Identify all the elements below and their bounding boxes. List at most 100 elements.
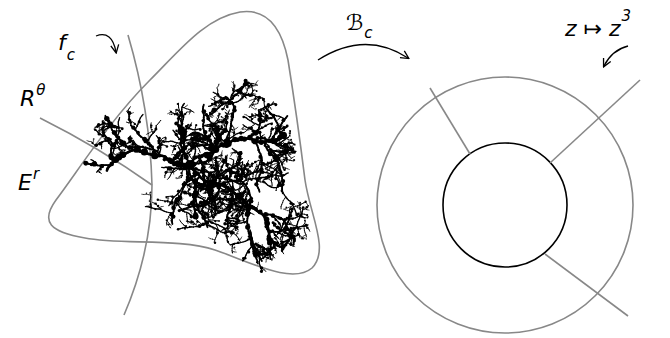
julia-blob bbox=[205, 149, 206, 150]
julia-blob bbox=[306, 217, 308, 219]
julia-branch bbox=[286, 173, 288, 174]
julia-branch bbox=[272, 102, 273, 104]
julia-blob bbox=[273, 102, 274, 103]
julia-branch bbox=[270, 107, 271, 109]
julia-branch bbox=[249, 164, 251, 165]
julia-branch bbox=[293, 144, 294, 146]
julia-branch bbox=[262, 135, 264, 136]
julia-branch bbox=[217, 86, 218, 88]
julia-branch bbox=[287, 169, 289, 170]
julia-branch bbox=[245, 114, 247, 115]
julia-branch bbox=[244, 132, 246, 133]
julia-blob bbox=[265, 168, 267, 170]
julia-branch bbox=[164, 145, 166, 146]
julia-blob bbox=[255, 116, 257, 118]
julia-blob bbox=[251, 164, 253, 166]
julia-branch bbox=[259, 190, 260, 192]
julia-blob bbox=[128, 137, 132, 141]
julia-branch bbox=[283, 209, 285, 210]
julia-blob bbox=[283, 169, 286, 172]
julia-blob bbox=[165, 137, 167, 139]
julia-blob bbox=[175, 130, 178, 133]
julia-branch bbox=[219, 120, 220, 122]
julia-branch bbox=[293, 156, 295, 157]
julia-blob bbox=[270, 123, 273, 126]
julia-branch bbox=[273, 164, 275, 165]
julia-blob bbox=[209, 149, 211, 151]
julia-blob bbox=[290, 139, 292, 141]
julia-blob bbox=[242, 116, 245, 119]
julia-blob bbox=[258, 180, 260, 182]
julia-branch bbox=[243, 125, 245, 127]
julia-branch bbox=[268, 179, 270, 180]
julia-branch bbox=[200, 150, 201, 152]
julia-branch bbox=[278, 119, 280, 121]
julia-blob bbox=[263, 113, 265, 115]
julia-branch bbox=[173, 151, 174, 153]
julia-branch bbox=[275, 163, 277, 164]
julia-branch bbox=[247, 115, 249, 116]
julia-branch bbox=[266, 108, 267, 110]
julia-branch bbox=[187, 125, 188, 127]
julia-blob bbox=[211, 140, 212, 141]
julia-blob bbox=[199, 140, 200, 141]
julia-branch bbox=[211, 99, 213, 100]
julia-branch bbox=[286, 116, 287, 118]
julia-blob bbox=[152, 129, 153, 130]
julia-branch bbox=[285, 208, 287, 209]
julia-set bbox=[83, 79, 309, 273]
julia-branch bbox=[264, 107, 265, 109]
julia-blob bbox=[289, 130, 291, 132]
julia-blob bbox=[218, 84, 219, 85]
julia-blob bbox=[199, 128, 202, 131]
julia-branch bbox=[177, 113, 178, 115]
julia-blob bbox=[276, 173, 278, 175]
julia-branch bbox=[126, 122, 128, 123]
julia-branch bbox=[209, 106, 211, 107]
julia-blob bbox=[166, 145, 169, 148]
julia-branch bbox=[283, 162, 284, 164]
julia-branch bbox=[203, 105, 204, 107]
julia-blob bbox=[271, 179, 272, 180]
julia-blob bbox=[280, 132, 287, 139]
julia-branch bbox=[163, 140, 165, 141]
julia-branch bbox=[291, 153, 293, 154]
julia-branch bbox=[221, 124, 223, 125]
julia-blob bbox=[276, 190, 277, 191]
julia-branch bbox=[287, 207, 289, 208]
julia-blob bbox=[171, 145, 172, 146]
julia-blob bbox=[293, 159, 295, 161]
julia-branch bbox=[297, 208, 299, 209]
julia-branch bbox=[185, 143, 187, 144]
julia-branch bbox=[236, 127, 238, 128]
julia-branch bbox=[307, 215, 309, 216]
julia-branch bbox=[240, 189, 241, 191]
julia-blob bbox=[221, 108, 223, 110]
julia-branch bbox=[213, 97, 215, 98]
julia-branch bbox=[212, 129, 213, 131]
julia-branch bbox=[156, 136, 158, 138]
julia-blob bbox=[267, 107, 269, 109]
julia-blob bbox=[217, 96, 218, 97]
julia-branch bbox=[142, 115, 143, 117]
julia-blob bbox=[181, 156, 182, 157]
julia-blob bbox=[248, 129, 249, 130]
julia-branch bbox=[271, 127, 272, 129]
julia-blob bbox=[242, 129, 243, 130]
julia-blob bbox=[263, 110, 264, 111]
julia-blob bbox=[160, 120, 161, 121]
julia-branch bbox=[168, 113, 170, 114]
julia-blob bbox=[286, 124, 289, 127]
julia-blob bbox=[200, 139, 201, 140]
julia-branch bbox=[226, 110, 228, 112]
julia-branch bbox=[212, 145, 214, 146]
julia-branch bbox=[255, 114, 257, 115]
julia-branch bbox=[290, 157, 292, 159]
julia-branch bbox=[213, 92, 215, 93]
julia-branch bbox=[294, 151, 296, 152]
julia-blob bbox=[274, 103, 277, 106]
julia-branch bbox=[282, 191, 283, 193]
julia-branch bbox=[288, 140, 290, 141]
julia-branch bbox=[198, 133, 199, 135]
julia-blob bbox=[258, 130, 262, 134]
